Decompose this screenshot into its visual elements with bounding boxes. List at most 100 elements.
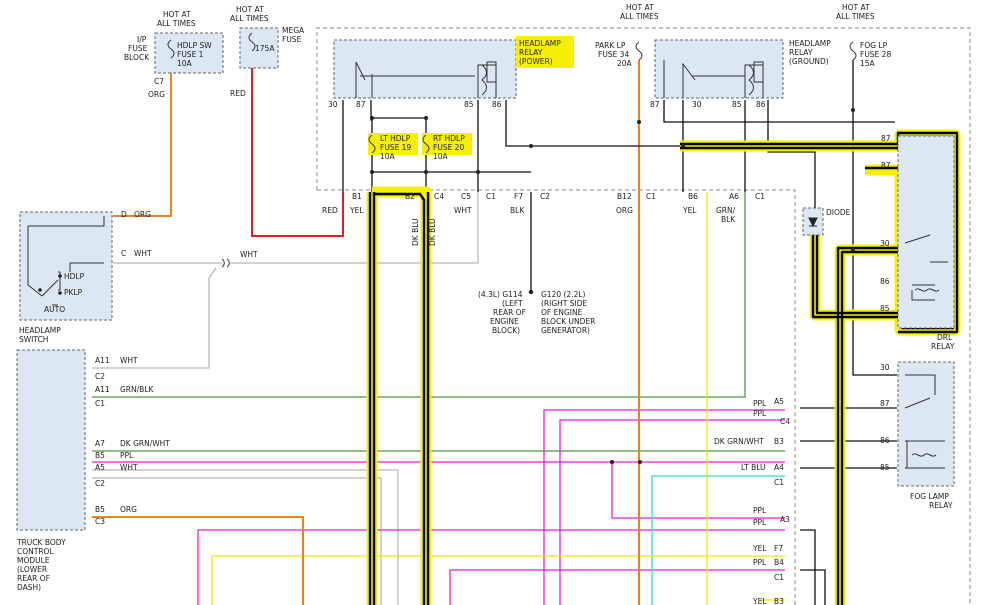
wire-gnd-relay-86	[767, 100, 816, 212]
svg-text:B5: B5	[95, 505, 105, 514]
fog-lamp-relay-label: FOG LAMP RELAY	[910, 492, 953, 510]
svg-text:87: 87	[881, 134, 891, 143]
wire-ppl-a5	[543, 409, 785, 605]
wire-org-tbcm-b5	[92, 516, 304, 605]
park-lp-fuse-label: PARK LP FUSE 34 20A	[595, 41, 633, 68]
wire-ppl-c4	[559, 419, 785, 605]
svg-text:(GROUND): (GROUND)	[789, 57, 829, 66]
underhood-fuse-block-outline	[316, 27, 971, 605]
wire-ppl-a3-2	[611, 462, 785, 519]
highlighted-circuit	[366, 129, 961, 605]
hdlp-sw-fuse-label: HDLP SW FUSE 1 10A	[177, 41, 212, 68]
fog-lp-fuse-icon	[849, 41, 857, 61]
lt-hdlp-fuse-icon	[368, 134, 376, 154]
svg-text:DK GRN/WHT: DK GRN/WHT	[714, 437, 764, 446]
svg-text:C1: C1	[646, 192, 656, 201]
svg-text:86: 86	[880, 277, 890, 286]
fog-lamp-relay-pins: 30 87 86 85	[880, 363, 890, 472]
svg-text:GENERATOR): GENERATOR)	[541, 326, 590, 335]
svg-text:ORG: ORG	[616, 206, 633, 215]
svg-text:A11: A11	[95, 385, 110, 394]
svg-text:ORG: ORG	[120, 505, 137, 514]
svg-text:ALL TIMES: ALL TIMES	[836, 12, 875, 21]
svg-text:85: 85	[880, 463, 890, 472]
svg-text:20A: 20A	[617, 59, 633, 68]
wire-fog-ppl-return-2	[800, 569, 826, 605]
svg-text:PARK LP: PARK LP	[595, 41, 626, 50]
tbcm-pin-labels: A11 WHT C2 A11 GRN/BLK C1 A7 DK GRN/WHT …	[95, 356, 170, 526]
svg-text:FUSE 1: FUSE 1	[177, 50, 204, 59]
svg-text:HOT AT: HOT AT	[236, 5, 264, 14]
svg-text:DK GRN/WHT: DK GRN/WHT	[120, 439, 170, 448]
headlamp-switch-contacts	[27, 216, 105, 306]
wire-wht-tbcm-a5	[92, 469, 399, 605]
headlamp-relay-power-pins: 30 87 85 86	[328, 100, 502, 109]
svg-text:A6: A6	[729, 192, 739, 201]
headlamp-relay-ground-label: HEADLAMP RELAY (GROUND)	[789, 39, 831, 66]
svg-text:FUSE 28: FUSE 28	[860, 50, 891, 59]
hot-at-all-times-label-fog: HOT AT ALL TIMES	[836, 3, 875, 21]
svg-text:YEL: YEL	[349, 206, 364, 215]
fog-lp-fuse-label: FOG LP FUSE 28 15A	[860, 41, 891, 68]
svg-text:B3: B3	[774, 597, 784, 605]
svg-text:D: D	[121, 210, 127, 219]
svg-text:A3: A3	[780, 515, 790, 524]
svg-text:PKLP: PKLP	[64, 288, 83, 297]
splice-connector-icon	[221, 258, 230, 268]
svg-text:FUSE: FUSE	[282, 35, 302, 44]
svg-text:WHT: WHT	[120, 356, 138, 365]
fog-lamp-relay-box	[897, 361, 955, 487]
tbcm-box	[16, 349, 86, 531]
svg-text:B6: B6	[688, 192, 698, 201]
ground-label-right: G120 (2.2L) (RIGHT SIDE OF ENGINE BLOCK …	[541, 290, 595, 335]
svg-text:FUSE: FUSE	[128, 44, 148, 53]
svg-text:(LOWER: (LOWER	[17, 565, 47, 574]
svg-text:85: 85	[732, 100, 742, 109]
wire-lt-blu	[651, 475, 785, 605]
svg-text:BLOCK): BLOCK)	[492, 326, 520, 335]
connector-row-wire-labels: RED YEL DK BLU DK BLU WHT BLK ORG YEL GR…	[322, 206, 736, 246]
svg-text:GRN/: GRN/	[716, 206, 736, 215]
svg-text:DK BLU: DK BLU	[411, 218, 420, 246]
svg-text:BLOCK UNDER: BLOCK UNDER	[541, 317, 595, 326]
right-connector-labels: PPL A5 PPL C4 DK GRN/WHT B3 LT BLU A4 C1…	[714, 397, 790, 605]
svg-text:DK BLU: DK BLU	[428, 218, 437, 246]
svg-text:10A: 10A	[380, 152, 396, 161]
diode-icon	[808, 217, 818, 228]
diode-label: DIODE	[826, 208, 851, 217]
svg-text:ALL TIMES: ALL TIMES	[620, 12, 659, 21]
wire-gnd-relay-87	[663, 100, 895, 123]
svg-text:YEL: YEL	[752, 544, 767, 553]
svg-text:RELAY: RELAY	[931, 342, 955, 351]
svg-text:B12: B12	[617, 192, 632, 201]
svg-text:RELAY: RELAY	[929, 501, 953, 510]
svg-text:85: 85	[880, 304, 890, 313]
svg-text:C2: C2	[540, 192, 550, 201]
svg-text:C1: C1	[774, 478, 784, 487]
rt-hdlp-fuse-label: RT HDLP FUSE 20 10A	[433, 134, 465, 161]
svg-text:C: C	[121, 249, 126, 258]
svg-text:RED: RED	[322, 206, 338, 215]
connector-row-labels: B1 B2 C4 C5 C1 F7 C2 B12 C1 B6 A6 C1	[352, 192, 765, 201]
svg-text:C4: C4	[780, 417, 790, 426]
svg-text:BLK: BLK	[510, 206, 525, 215]
svg-text:HEADLAMP: HEADLAMP	[789, 39, 831, 48]
svg-text:C2: C2	[95, 479, 105, 488]
splice-wht-label: WHT	[240, 250, 258, 259]
svg-text:C2: C2	[95, 372, 105, 381]
svg-text:YEL: YEL	[682, 206, 697, 215]
svg-text:HOT AT: HOT AT	[626, 3, 654, 12]
svg-text:86: 86	[492, 100, 502, 109]
svg-text:C4: C4	[434, 192, 444, 201]
svg-text:YEL: YEL	[752, 597, 767, 605]
fog-lamp-relay-internals	[904, 374, 945, 469]
svg-text:FUSE 34: FUSE 34	[598, 50, 629, 59]
org-wire-label: ORG	[148, 90, 165, 99]
svg-text:86: 86	[880, 436, 890, 445]
c7-pin-label: C7	[154, 77, 164, 86]
svg-text:FUSE 19: FUSE 19	[380, 143, 411, 152]
lt-hdlp-fuse-highlight	[368, 133, 418, 155]
mega-fuse-icon	[248, 32, 256, 52]
svg-text:C5: C5	[461, 192, 471, 201]
svg-text:AUTO: AUTO	[44, 305, 65, 314]
